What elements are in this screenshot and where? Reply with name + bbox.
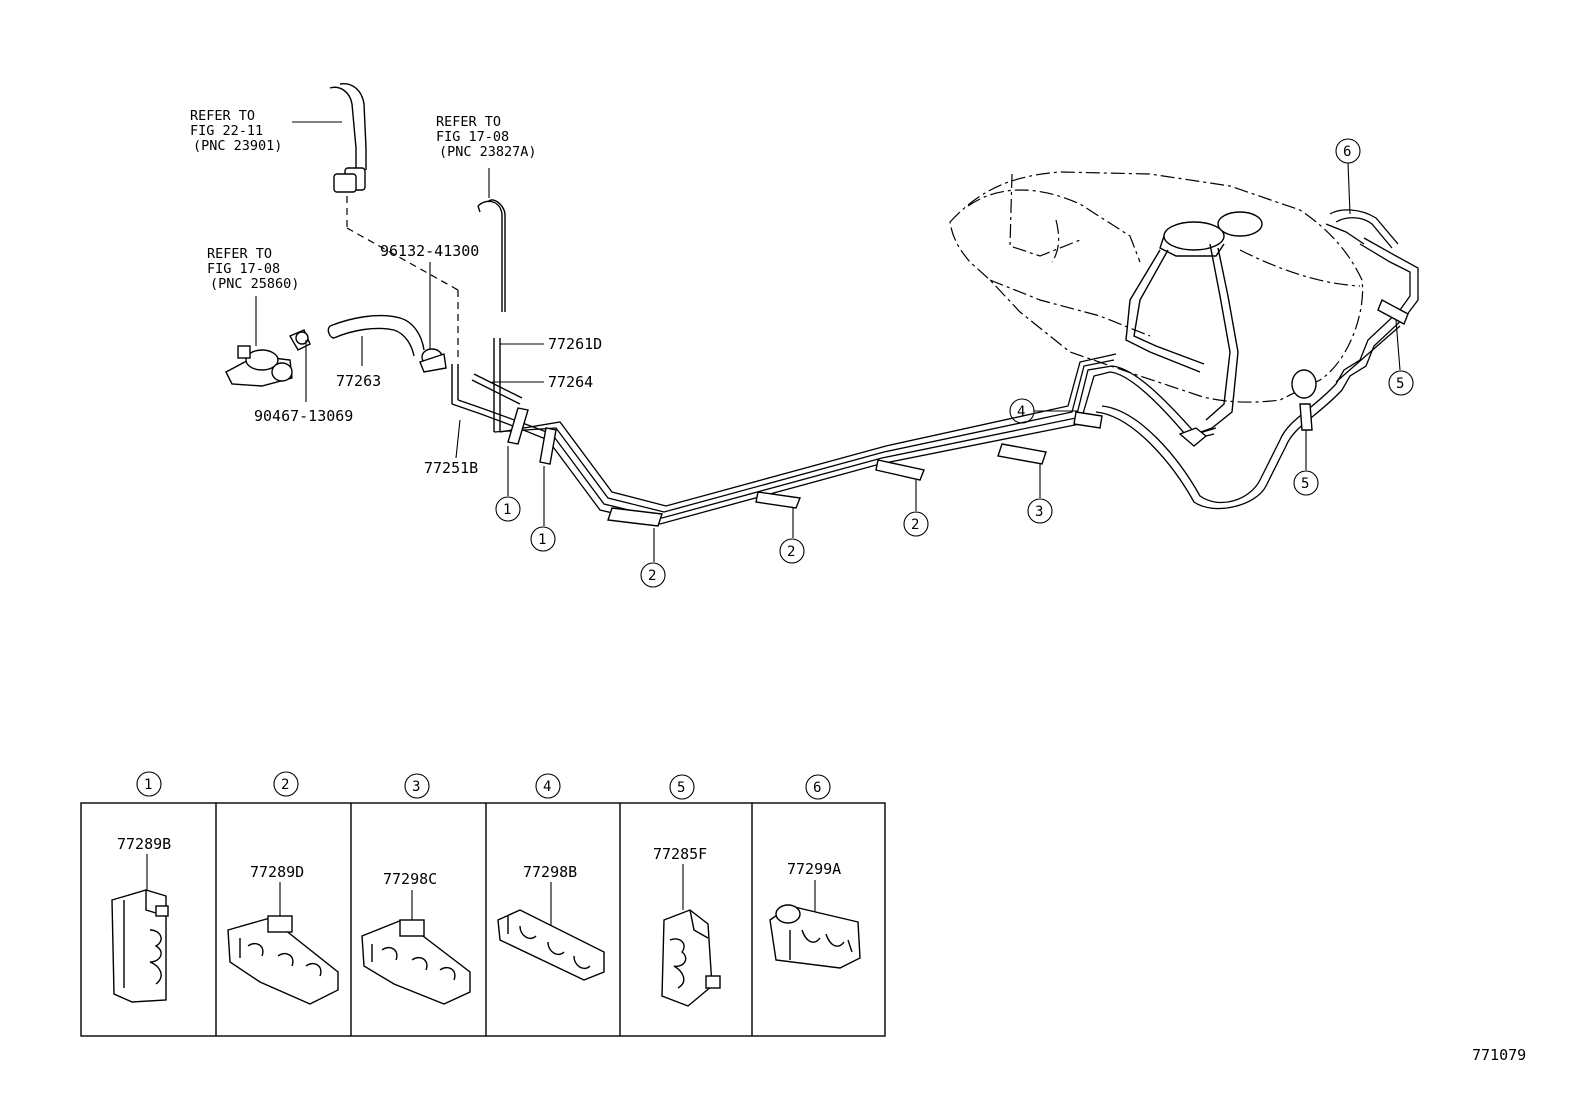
callout-2a: 2: [648, 568, 656, 584]
clamp-drawing-1: [111, 889, 169, 1003]
legend-part-3: 77298C: [383, 870, 437, 888]
ref-17-08b-line1: REFER TO: [207, 246, 272, 262]
valve-ref-17-08-b: [225, 296, 311, 387]
clamp-drawing-4: [497, 909, 605, 981]
label-96132-41300: 96132-41300: [380, 242, 479, 260]
label-77251B: 77251B: [424, 459, 478, 477]
legend-index-1: 1: [144, 777, 152, 793]
callout-2b: 2: [787, 544, 795, 560]
ref-text-17-08-b: REFER TO FIG 17-08 (PNC 25860): [207, 246, 299, 292]
fuel-line-bundle: [451, 237, 1419, 525]
ref-17-08b-line3: (PNC 25860): [210, 276, 299, 292]
legend-index-2: 2: [281, 777, 289, 793]
clamp-drawing-5: [661, 909, 721, 1007]
ref-22-11-line1: REFER TO: [190, 108, 255, 124]
figure-id: 771079: [1472, 1046, 1526, 1064]
ref-17-08a-line3: (PNC 23827A): [439, 144, 537, 160]
label-77263: 77263: [336, 372, 381, 390]
label-77261D: 77261D: [548, 335, 602, 353]
callout-1a: 1: [503, 502, 511, 518]
callout-circle-2a: [640, 562, 666, 588]
ref-text-22-11: REFER TO FIG 22-11 (PNC 23901): [190, 108, 342, 154]
filler-tube: [1325, 209, 1399, 249]
part-labels: 96132-41300 77261D 77264 77263 90467-130…: [254, 242, 602, 477]
clamp-drawing-2: [227, 915, 339, 1005]
ref-17-08b-line2: FIG 17-08: [207, 261, 280, 277]
ref-22-11-line3: (PNC 23901): [193, 138, 282, 154]
clamp-drawing-6: [769, 904, 861, 969]
legend-index-4: 4: [543, 779, 551, 795]
pipe-stubs: [451, 338, 544, 459]
ref-17-08a-line2: FIG 17-08: [436, 129, 509, 145]
callouts: 1 1 2 2 2 3 4 5 5 6: [495, 138, 1414, 588]
legend-part-1: 77289B: [117, 835, 171, 853]
callout-circle-2b: [779, 538, 805, 564]
clamp-legend: 1 2 3 4 5 6 77289B 77289D 77298C 77298B …: [80, 771, 886, 1037]
legend-part-6: 77299A: [787, 860, 841, 878]
legend-part-5: 77285F: [653, 845, 707, 863]
ref-22-11-line2: FIG 22-11: [190, 123, 263, 139]
ref-text-17-08-a: REFER TO FIG 17-08 (PNC 23827A): [436, 114, 537, 160]
clamp-drawing-3: [361, 919, 471, 1005]
callout-3: 3: [1035, 504, 1043, 520]
callout-circle-5a: [1293, 470, 1319, 496]
ref-17-08a-line1: REFER TO: [436, 114, 501, 130]
clamp-96132-41300: [419, 262, 447, 373]
line-clamps: [507, 299, 1409, 527]
hose-77263: [327, 314, 425, 366]
label-90467-13069: 90467-13069: [254, 407, 353, 425]
legend-index-5: 5: [677, 780, 685, 796]
legend-part-4: 77298B: [523, 863, 577, 881]
legend-index-6: 6: [813, 780, 821, 796]
hose-ref-17-08-a: [477, 168, 506, 312]
callout-circle-1a: [495, 496, 521, 522]
callout-circle-5b: [1388, 370, 1414, 396]
callout-1b: 1: [538, 532, 546, 548]
callout-5b: 5: [1396, 376, 1404, 392]
legend-frame: [80, 802, 886, 1037]
callout-circle-3: [1027, 498, 1053, 524]
label-77264: 77264: [548, 373, 593, 391]
legend-index-3: 3: [412, 779, 420, 795]
callout-5a: 5: [1301, 476, 1309, 492]
callout-4: 4: [1017, 404, 1025, 420]
hose-ref-22-11: [329, 83, 459, 360]
callout-6: 6: [1343, 144, 1351, 160]
legend-part-2: 77289D: [250, 863, 304, 881]
callout-circle-2c: [903, 511, 929, 537]
callout-2c: 2: [911, 517, 919, 533]
callout-circle-1b: [530, 526, 556, 552]
fuel-tank: [949, 171, 1364, 447]
